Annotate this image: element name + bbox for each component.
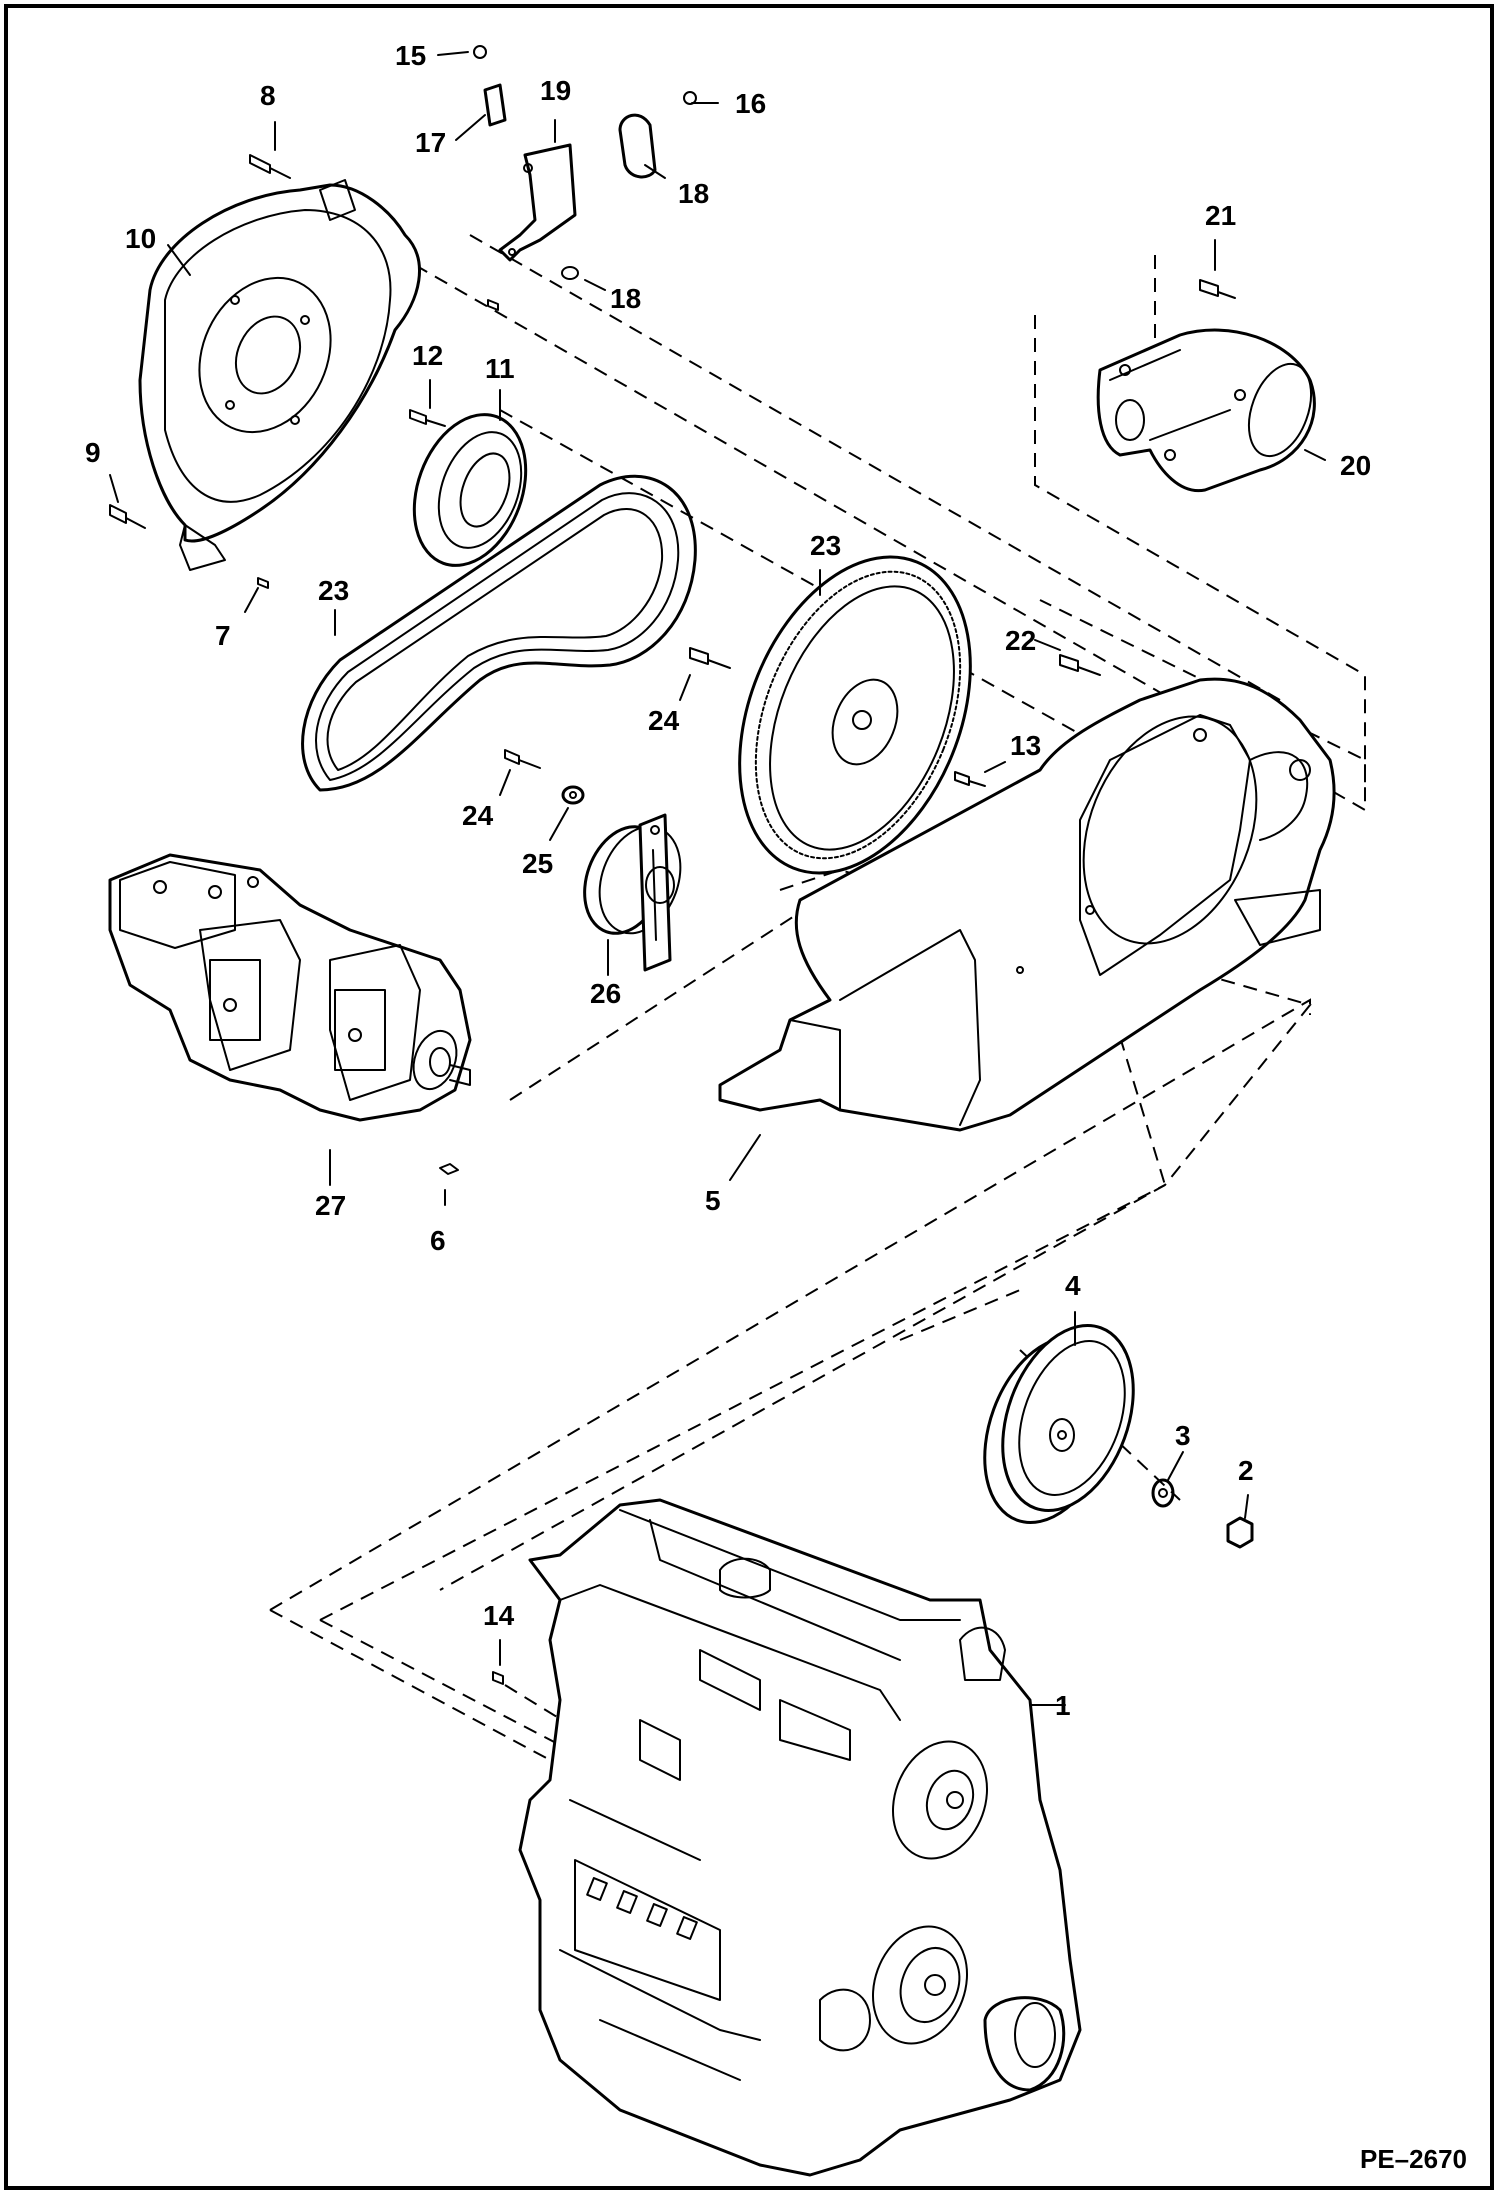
callout-15: 6 <box>430 1225 446 1256</box>
clamp-24-left <box>483 83 507 127</box>
callout-24-left: 17 <box>415 127 446 158</box>
hydraulic-pump-16 <box>108 853 472 1122</box>
bolt-22 <box>954 771 986 787</box>
clamp-24-right <box>618 113 657 179</box>
callout-17: 7 <box>215 620 231 651</box>
oil-seal-20 <box>412 413 528 567</box>
bolt-21 <box>409 409 446 427</box>
callout-5: 5 <box>705 1185 721 1216</box>
leader-lines <box>109 51 1326 1706</box>
callout-14: 26 <box>590 978 621 1009</box>
washer-3 <box>1151 1478 1175 1508</box>
pin-17 <box>257 577 269 589</box>
engine-assembly-1 <box>518 1498 1082 2177</box>
callout-18-left: 9 <box>85 437 101 468</box>
figure-reference-code: PE–2670 <box>1360 2144 1467 2174</box>
callout-13: 25 <box>522 848 553 879</box>
callout-1: 1 <box>1055 1690 1071 1721</box>
bolt-8 <box>1059 654 1101 676</box>
callout-24-right: 18 <box>678 178 709 209</box>
bolt-7 <box>1199 279 1236 299</box>
bolt-10 <box>689 647 731 669</box>
callout-26: 19 <box>540 75 571 106</box>
callout-11: 23 <box>318 575 349 606</box>
key-15 <box>439 1163 459 1175</box>
drive-belt-11 <box>301 474 697 792</box>
starter-motor-6 <box>1096 328 1316 493</box>
pulley-4 <box>983 1323 1135 1525</box>
callout-3: 3 <box>1175 1420 1191 1451</box>
callout-7: 21 <box>1205 200 1236 231</box>
callout-18-top: 8 <box>260 80 276 111</box>
pin-upper-right <box>487 299 499 311</box>
callout-19: 10 <box>125 223 156 254</box>
callout-27: 14 <box>483 1600 515 1631</box>
callout-21: 12 <box>412 340 443 371</box>
callout-9: 23 <box>810 530 841 561</box>
callout-2: 2 <box>1238 1455 1254 1486</box>
callout-12: 24 <box>462 800 494 831</box>
callout-16: 27 <box>315 1190 346 1221</box>
washer-13 <box>561 785 585 805</box>
washer-25 <box>561 266 579 280</box>
callout-8: 22 <box>1005 625 1036 656</box>
nut-23-left <box>473 45 487 59</box>
callout-labels: 15 16 17 18 19 18 8 10 12 11 9 7 23 23 2… <box>85 40 1467 2174</box>
callout-20: 11 <box>485 353 515 384</box>
flywheel-9 <box>738 555 972 875</box>
callout-4: 4 <box>1065 1270 1081 1301</box>
callout-25: 18 <box>610 283 641 314</box>
callout-10: 24 <box>648 705 680 736</box>
callout-6: 20 <box>1340 450 1371 481</box>
nut-23-right <box>683 91 697 105</box>
callout-22: 13 <box>1010 730 1041 761</box>
figure-border <box>4 4 1494 2190</box>
nut-2 <box>1226 1516 1254 1549</box>
idler-pulley-14 <box>583 813 682 972</box>
bolt-12 <box>504 749 541 769</box>
flywheel-housing-cover <box>138 179 421 571</box>
pin-27 <box>492 1671 504 1685</box>
callout-23-right: 16 <box>735 88 766 119</box>
bolt-18-top <box>249 154 291 179</box>
bolt-18-left <box>109 504 146 529</box>
flywheel-housing-5 <box>718 677 1336 1132</box>
bracket-26 <box>498 143 577 262</box>
callout-23-top: 15 <box>395 40 426 71</box>
